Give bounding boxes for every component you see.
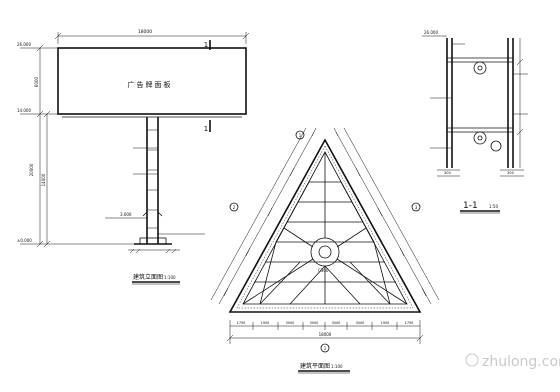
- level-markers: 26.000 14.000 3.000 ±0.000: [17, 42, 147, 245]
- elevation-view: 18000 1 广告牌面板 1: [17, 29, 250, 285]
- plan-caption: 建筑平面图 1:100: [298, 362, 350, 374]
- axis-mark-3: 3: [415, 205, 418, 210]
- level-0: ±0.000: [17, 238, 32, 243]
- bdim-6: 1900: [381, 321, 390, 325]
- plan-left-dimension: [210, 127, 317, 305]
- bdim-7: 1750: [405, 321, 414, 325]
- elevation-caption: 建筑立面图 1:100: [132, 273, 180, 285]
- plan-view: C300: [210, 127, 440, 374]
- panel-label: 广告牌面板: [128, 80, 173, 89]
- section-title: 1-1: [463, 201, 478, 211]
- bdim-3: 3000: [310, 321, 319, 325]
- bdim-5: 3000: [356, 321, 365, 325]
- section-mark-top-text: 1: [204, 41, 208, 49]
- column-base: [128, 237, 180, 254]
- watermark-text: zhulong.com: [482, 354, 560, 370]
- elevation-vertical-dimensions: 6000 20000 14000: [29, 44, 51, 248]
- axis-mark-2: 2: [233, 205, 236, 210]
- section-dim-left: 300: [444, 171, 452, 175]
- elevation-caption-text: 建筑立面图: [133, 273, 163, 281]
- section-dim-right: 300: [507, 171, 515, 175]
- bdim-0: 1750: [237, 321, 246, 325]
- plan-bottom-dimensions: 1750 1900 3000 3000 3000 3000 1900 1750 …: [226, 320, 424, 344]
- plan-radial-members: [242, 152, 408, 305]
- bdim-1: 1900: [261, 321, 270, 325]
- section-bolt-top: [473, 61, 487, 75]
- section-caption: 1-1 1:50: [460, 201, 500, 214]
- plan-outer-triangle: [228, 138, 422, 313]
- level-3: 3.000: [120, 212, 132, 217]
- section-top-level: 26.000: [424, 30, 438, 35]
- axis-mark-bottom: 1: [324, 346, 327, 351]
- section-bottom-dims: 300 300: [437, 169, 524, 177]
- section-scale: 1:50: [489, 204, 498, 209]
- watermark: zhulong.com: [465, 353, 560, 370]
- level-14: 14.000: [17, 108, 31, 113]
- section-bolt-mid: [473, 131, 487, 145]
- plan-total-dim: 18000: [319, 332, 332, 337]
- elevation-width-dimension: 18000: [54, 29, 250, 44]
- plan-axis-marks: 1 2 3 1: [229, 130, 421, 353]
- plan-grid: [254, 181, 396, 305]
- elevation-width-text: 18000: [138, 29, 152, 35]
- axis-mark-1: 1: [299, 133, 302, 138]
- section-mark-bottom-text: 1: [204, 125, 208, 133]
- vdim-20000: 20000: [29, 163, 34, 176]
- plan-caption-text: 建筑平面图: [300, 362, 330, 370]
- vdim-6000: 6000: [34, 76, 39, 87]
- plan-caption-scale: 1:100: [331, 364, 343, 369]
- plan-right-dimension: [333, 127, 440, 305]
- plan-center-label: C300: [318, 268, 329, 273]
- bdim-4: 3000: [332, 321, 341, 325]
- level-26: 26.000: [17, 42, 31, 47]
- bdim-2: 3000: [286, 321, 295, 325]
- section-view: 26.000 300: [422, 30, 528, 214]
- support-column: [146, 117, 159, 244]
- vdim-14000: 14000: [41, 173, 46, 186]
- section-mark-bottom: 1: [204, 120, 211, 133]
- elevation-caption-scale: 1:100: [164, 275, 176, 280]
